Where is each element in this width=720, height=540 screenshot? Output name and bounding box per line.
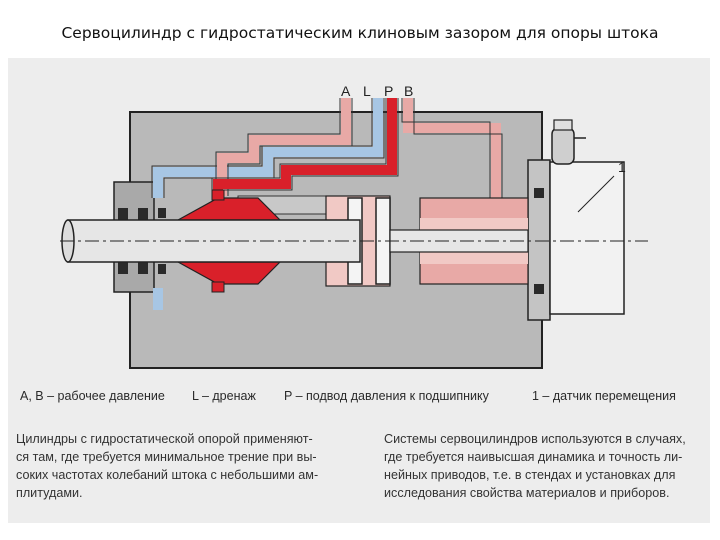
seal-3 (118, 262, 128, 274)
channel-b (403, 98, 501, 208)
sensor-leader (577, 175, 615, 213)
sensor-connector (551, 127, 575, 165)
legend-ab: A, B – рабочее давление (20, 389, 165, 403)
seal-7 (534, 188, 544, 198)
text-line: Системы сервоцилиндров используются в сл… (384, 432, 686, 446)
text-line: ся там, где требуется минимальное трение… (16, 450, 317, 464)
bearing-port-bottom (211, 281, 225, 293)
channel-b-outline (401, 98, 503, 208)
bearing-port-top (211, 189, 225, 201)
legend-l: L – дренаж (192, 389, 256, 403)
text-column-right: Системы сервоцилиндров используются в сл… (384, 430, 704, 502)
legend-sensor: 1 – датчик перемещения (532, 389, 676, 403)
seal-4 (138, 262, 148, 274)
legend-p: P – подвод давления к подшипнику (284, 389, 489, 403)
seal-6 (158, 264, 166, 274)
port-label-l: L (363, 83, 371, 99)
text-column-left: Цилиндры с гидростатической опорой приме… (16, 430, 376, 502)
servo-cylinder-diagram: A L P B 1 (60, 83, 648, 369)
text-line: исследования свойства материалов и прибо… (384, 486, 670, 500)
end-cap (527, 159, 551, 321)
sensor-number: 1 (618, 159, 626, 175)
seal-5 (158, 208, 166, 218)
port-label-p: P (384, 83, 393, 99)
text-line: соких частотах колебаний штока с небольш… (16, 468, 319, 482)
legend: A, B – рабочее давление L – дренаж P – п… (20, 389, 710, 409)
seal-1 (118, 208, 128, 220)
connector-top (553, 119, 573, 131)
text-line: Цилиндры с гидростатической опорой приме… (16, 432, 313, 446)
text-line: где требуется наивысшая динамика и точно… (384, 450, 683, 464)
page-title: Сервоцилиндр с гидростатическим клиновым… (61, 24, 659, 42)
text-line: плитудами. (16, 486, 83, 500)
text-line: нейных приводов, т.е. в стендах и устано… (384, 468, 676, 482)
seal-8 (534, 284, 544, 294)
channel-a (217, 98, 351, 196)
sensor-housing (549, 161, 625, 315)
drain-channel-left-outline (151, 98, 385, 198)
drain-channel-left (153, 98, 383, 198)
seal-2 (138, 208, 148, 220)
port-label-b: B (404, 83, 413, 99)
channel-a-outline (215, 98, 353, 196)
channel-p (213, 98, 397, 198)
port-label-a: A (341, 83, 351, 99)
